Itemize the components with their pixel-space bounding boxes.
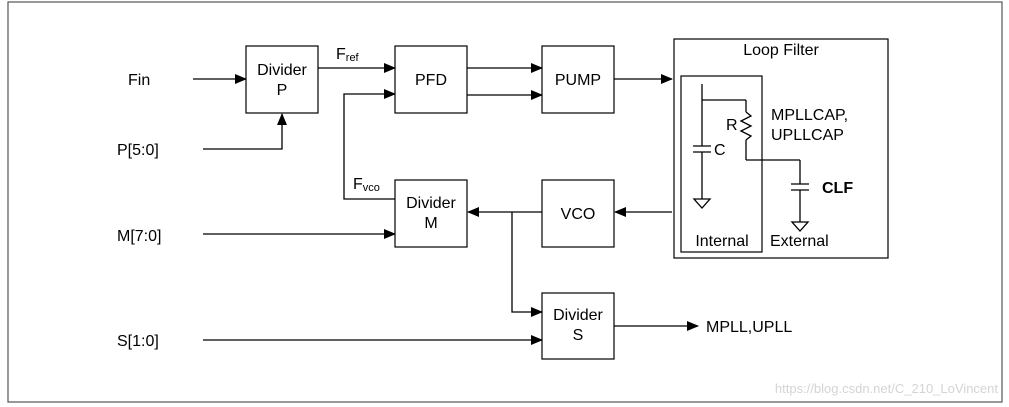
pin-label-line1: MPLLCAP, <box>771 107 848 124</box>
capacitor-label: C <box>714 142 726 159</box>
loop-filter-box <box>673 38 889 259</box>
fvco-label: Fvco <box>353 176 380 194</box>
resistor-zigzag <box>739 111 753 141</box>
divider-m-block: Divider M <box>394 179 468 248</box>
input-s-label: S[1:0] <box>117 333 159 350</box>
input-m-label: M[7:0] <box>117 228 161 245</box>
divider-p-line1: Divider <box>257 62 307 79</box>
pfd-block: PFD <box>394 45 468 114</box>
pump-block: PUMP <box>541 45 615 114</box>
external-label: External <box>770 233 829 250</box>
input-fin-label: Fin <box>128 72 150 89</box>
divider-m-line1: Divider <box>406 195 456 212</box>
signal-wires <box>193 63 699 345</box>
fref-label: Fref <box>336 46 360 64</box>
clf-label: CLF <box>822 180 853 197</box>
pfd-label: PFD <box>415 72 447 89</box>
pin-label-line2: UPLLCAP <box>771 127 844 144</box>
divider-p-line2: P <box>277 82 288 99</box>
vco-to-divs-wire <box>511 212 543 317</box>
vco-block: VCO <box>541 179 615 248</box>
input-p-label: P[5:0] <box>117 142 159 159</box>
pump-label: PUMP <box>555 72 601 89</box>
internal-box <box>680 75 763 253</box>
divider-s-block: Divider S <box>541 292 615 360</box>
loop-filter: Loop Filter R C MPLLCAP, <box>673 38 889 259</box>
divider-m-line2: M <box>424 215 437 232</box>
vco-label: VCO <box>561 206 596 223</box>
loop-filter-title: Loop Filter <box>743 42 819 59</box>
resistor-label: R <box>726 117 738 134</box>
divider-s-line1: Divider <box>553 307 603 324</box>
divider-s-line2: S <box>573 327 584 344</box>
outer-frame <box>7 1 1003 403</box>
internal-label: Internal <box>695 233 748 250</box>
divider-p-block: Divider P <box>245 45 319 114</box>
p-bus-wire <box>203 113 287 150</box>
output-label: MPLL,UPLL <box>706 319 792 336</box>
fvco-feedback-wire <box>343 89 396 200</box>
watermark: https://blog.csdn.net/C_210_LoVincent <box>775 381 998 396</box>
